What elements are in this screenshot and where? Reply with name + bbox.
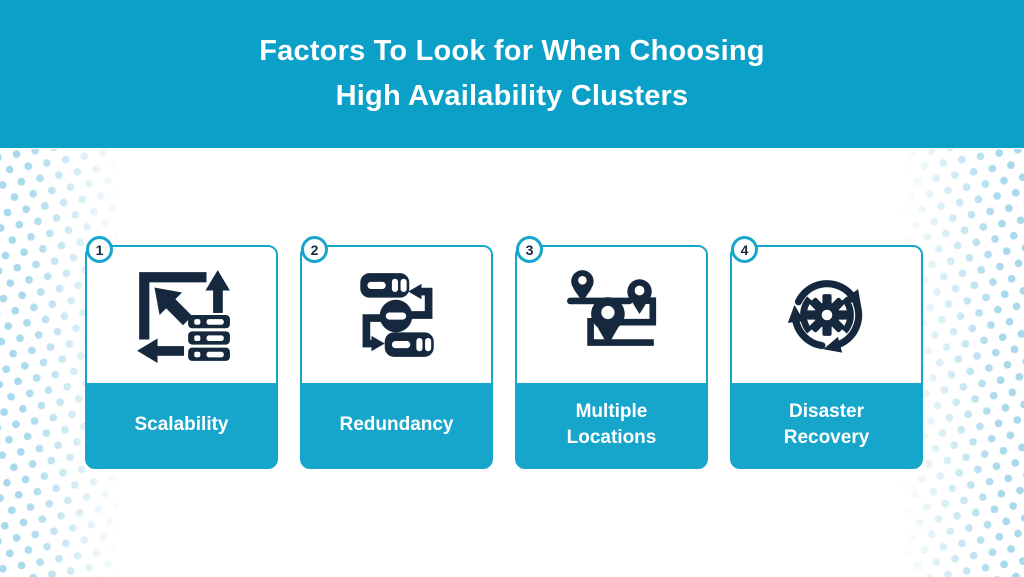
- page-title-line-2: High Availability Clusters: [335, 80, 689, 112]
- card-label-bar: Scalability: [87, 383, 276, 467]
- card-label: Multiple Locations: [566, 401, 657, 448]
- card-number-badge: 3: [516, 236, 543, 263]
- card-label: Disaster Recovery: [783, 401, 870, 448]
- card-icon-area: [732, 247, 921, 383]
- card-label: Scalability: [134, 414, 229, 435]
- card-icon-area: [302, 247, 491, 383]
- factor-cards-row: 1: [85, 236, 923, 469]
- card-redundancy: 2: [300, 236, 493, 469]
- card-disaster-recovery: 4: [730, 236, 923, 469]
- card-scalability: 1: [85, 236, 278, 469]
- card-number-badge: 2: [301, 236, 328, 263]
- map-route-pins-icon: [566, 270, 656, 346]
- card-label: Redundancy: [339, 414, 454, 435]
- page-title-line-1: Factors To Look for When Choosing: [259, 35, 765, 67]
- card-icon-area: [87, 247, 276, 383]
- card-number-badge: 4: [731, 236, 758, 263]
- redundant-nodes-cycle-icon: [359, 273, 434, 357]
- card-number-badge: 1: [86, 236, 113, 263]
- card-label-bar: Disaster Recovery: [732, 383, 921, 467]
- card-label-bar: Multiple Locations: [517, 383, 706, 467]
- card-multiple-locations: 3 Multiple Locations: [515, 236, 708, 469]
- card-icon-area: [517, 247, 706, 383]
- scalability-resize-arrows-server-icon: [136, 270, 230, 363]
- header-banner: Factors To Look for When Choosing High A…: [0, 0, 1024, 148]
- gear-recovery-cycle-arrows-icon: [787, 280, 862, 353]
- card-label-bar: Redundancy: [302, 383, 491, 467]
